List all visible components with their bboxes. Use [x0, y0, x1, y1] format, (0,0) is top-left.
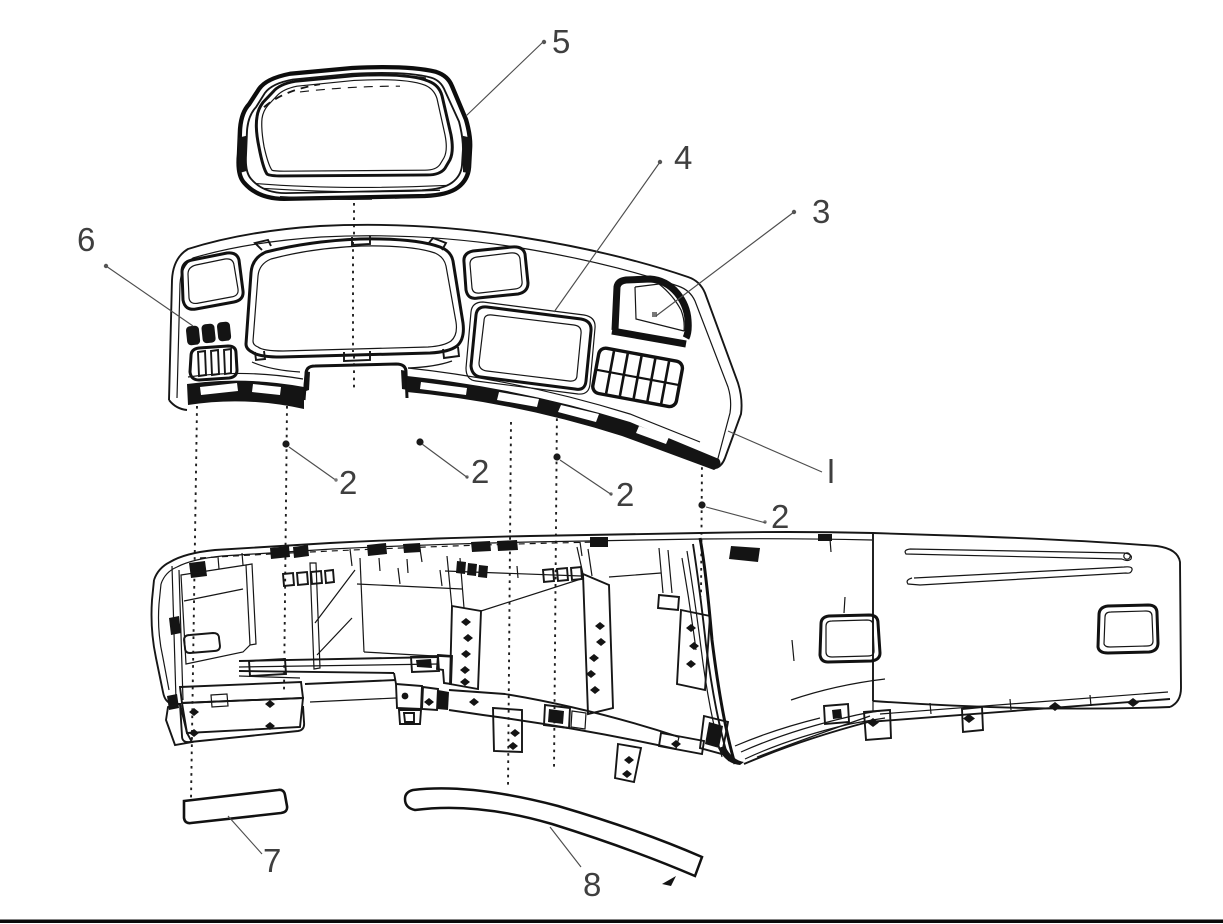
svg-text:2: 2 — [616, 476, 634, 513]
svg-text:7: 7 — [263, 842, 281, 879]
svg-text:5: 5 — [552, 23, 570, 60]
svg-text:6: 6 — [77, 221, 95, 258]
svg-text:8: 8 — [583, 866, 601, 903]
svg-text:3: 3 — [812, 193, 830, 230]
svg-text:2: 2 — [339, 464, 357, 501]
svg-text:2: 2 — [771, 498, 789, 535]
svg-text:4: 4 — [674, 139, 692, 176]
svg-text:2: 2 — [471, 453, 489, 490]
